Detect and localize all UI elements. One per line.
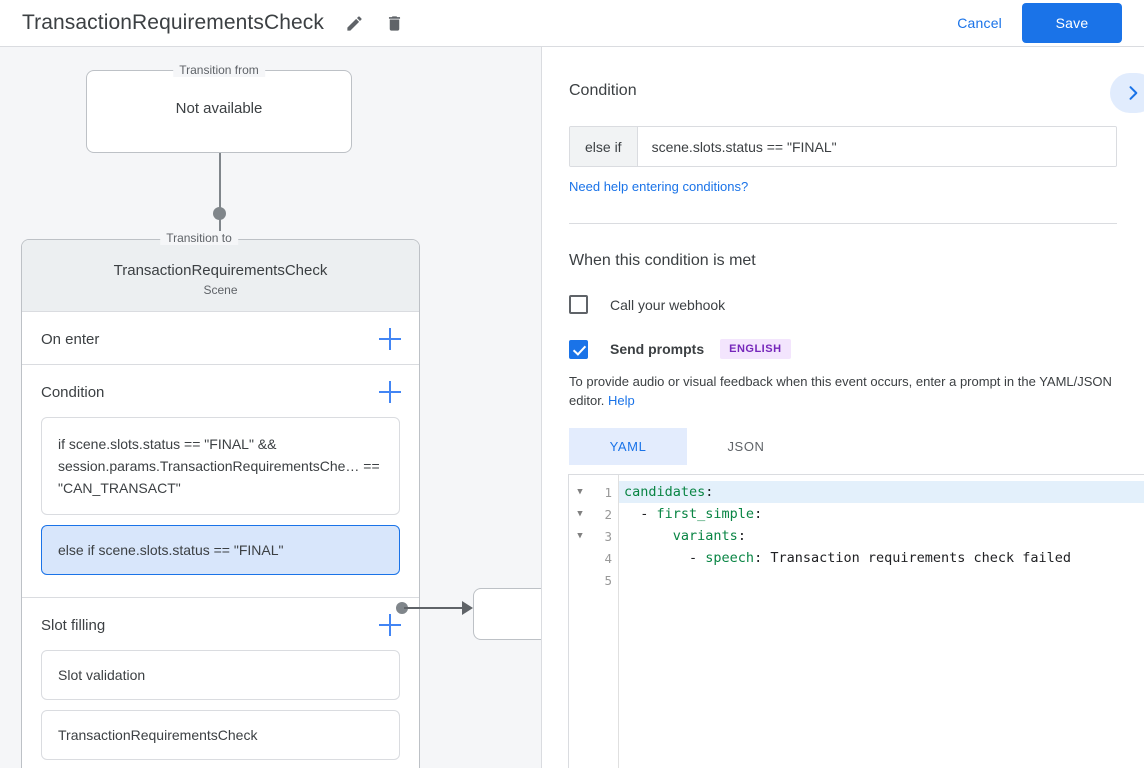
call-webhook-label: Call your webhook xyxy=(610,296,726,313)
editor-code-area[interactable]: candidates: - first_simple: variants: - … xyxy=(619,475,1144,768)
section-condition: Condition if scene.slots.status == "FINA… xyxy=(22,365,419,598)
chevron-right-icon[interactable] xyxy=(1110,73,1144,113)
gutter-row: 5 xyxy=(569,569,618,591)
code-line[interactable] xyxy=(619,569,1144,591)
gutter-row: ▼ 1 xyxy=(569,481,618,503)
pencil-icon-svg xyxy=(346,15,362,31)
send-prompts-checkbox-row[interactable]: Send prompts ENGLISH xyxy=(569,339,1117,359)
flow-canvas[interactable]: Transition from Not available Transition… xyxy=(0,47,541,768)
transition-to-legend: Transition to xyxy=(160,231,238,245)
line-number: 2 xyxy=(604,506,612,522)
condition-help-link[interactable]: Need help entering conditions? xyxy=(569,179,749,194)
tab-json[interactable]: JSON xyxy=(687,428,805,465)
line-number: 3 xyxy=(604,528,612,544)
language-badge: ENGLISH xyxy=(720,339,791,359)
target-node[interactable] xyxy=(473,588,541,640)
trash-icon-svg xyxy=(388,15,400,31)
gutter-row: ▼ 3 xyxy=(569,525,618,547)
code-line[interactable]: candidates: xyxy=(619,481,1144,503)
send-prompts-label: Send prompts xyxy=(610,341,705,357)
gutter-row: 4 xyxy=(569,547,618,569)
edge-source-dot xyxy=(396,602,408,614)
connector-line-vertical xyxy=(219,153,221,258)
editor-tabs: YAML JSON xyxy=(569,428,1117,465)
slot-filling-item[interactable]: Slot validation xyxy=(41,650,400,700)
transition-to-node[interactable]: TransactionRequirementsCheck Scene On en… xyxy=(21,239,420,768)
condition-prefix-label: else if xyxy=(570,127,638,166)
when-condition-met-heading: When this condition is met xyxy=(569,252,756,269)
condition-field[interactable]: else if xyxy=(569,126,1117,167)
tab-yaml[interactable]: YAML xyxy=(569,428,687,465)
condition-section: Condition else if Need help entering con… xyxy=(542,47,1144,224)
add-slot-filling-button[interactable] xyxy=(379,614,401,636)
section-slot-filling: Slot filling Slot validation Transaction… xyxy=(22,598,419,768)
code-line[interactable]: - first_simple: xyxy=(624,506,763,522)
prompt-help-link[interactable]: Help xyxy=(608,393,635,408)
prompt-help-text-body: To provide audio or visual feedback when… xyxy=(569,374,1112,408)
scene-header: TransactionRequirementsCheck Scene xyxy=(22,240,419,312)
fold-arrow-icon[interactable]: ▼ xyxy=(577,509,583,519)
edge-line-horizontal xyxy=(404,607,464,609)
fold-arrow-icon[interactable]: ▼ xyxy=(577,531,583,541)
gutter-row: ▼ 2 xyxy=(569,503,618,525)
condition-item[interactable]: if scene.slots.status == "FINAL" && sess… xyxy=(41,417,400,515)
section-head-on-enter: On enter xyxy=(22,312,419,364)
line-number: 4 xyxy=(604,550,612,566)
trash-icon[interactable] xyxy=(380,9,408,37)
panel-divider xyxy=(569,223,1117,224)
transition-from-node[interactable]: Transition from Not available xyxy=(86,63,352,153)
scene-name: TransactionRequirementsCheck xyxy=(113,262,328,279)
editor-gutter: ▼ 1 ▼ 2 ▼ 3 4 5 xyxy=(569,475,619,768)
section-head-condition: Condition xyxy=(22,365,419,417)
edge-arrowhead xyxy=(462,601,473,615)
chevron-right-icon-svg xyxy=(1129,86,1138,100)
add-condition-button[interactable] xyxy=(379,381,401,403)
cancel-button[interactable]: Cancel xyxy=(947,7,1012,39)
page-title: TransactionRequirementsCheck xyxy=(22,11,324,34)
slot-filling-item[interactable]: TransactionRequirementsCheck xyxy=(41,710,400,760)
section-title-slot-filling: Slot filling xyxy=(41,616,106,634)
line-number: 5 xyxy=(604,572,612,588)
scene-kind: Scene xyxy=(203,283,238,297)
call-webhook-checkbox[interactable] xyxy=(569,295,588,314)
transition-from-legend: Transition from xyxy=(173,63,265,77)
condition-input[interactable] xyxy=(637,127,1116,166)
code-line[interactable]: variants: xyxy=(672,528,746,544)
condition-heading: Condition xyxy=(569,82,637,99)
yaml-editor[interactable]: ▼ 1 ▼ 2 ▼ 3 4 5 candidates: - first_simp… xyxy=(568,474,1144,768)
when-condition-met-section: When this condition is met Call your web… xyxy=(542,224,1144,465)
code-line[interactable]: - speech: Transaction requirements check… xyxy=(624,550,1072,566)
connector-dot xyxy=(213,207,226,220)
fold-arrow-icon[interactable]: ▼ xyxy=(577,487,583,497)
app-header: TransactionRequirementsCheck Cancel Save xyxy=(0,0,1144,47)
add-on-enter-button[interactable] xyxy=(379,328,401,350)
condition-item-selected[interactable]: else if scene.slots.status == "FINAL" xyxy=(41,525,400,575)
webhook-checkbox-row[interactable]: Call your webhook xyxy=(569,295,1117,314)
send-prompts-checkbox[interactable] xyxy=(569,339,588,359)
section-on-enter: On enter xyxy=(22,312,419,365)
pencil-icon[interactable] xyxy=(340,9,368,37)
line-number: 1 xyxy=(604,484,612,500)
section-title-condition: Condition xyxy=(41,383,105,401)
save-button[interactable]: Save xyxy=(1022,3,1122,43)
section-title-on-enter: On enter xyxy=(41,330,100,348)
prompt-help-text: To provide audio or visual feedback when… xyxy=(569,372,1117,410)
transition-from-value: Not available xyxy=(175,100,263,117)
section-head-slot-filling: Slot filling xyxy=(22,598,419,650)
